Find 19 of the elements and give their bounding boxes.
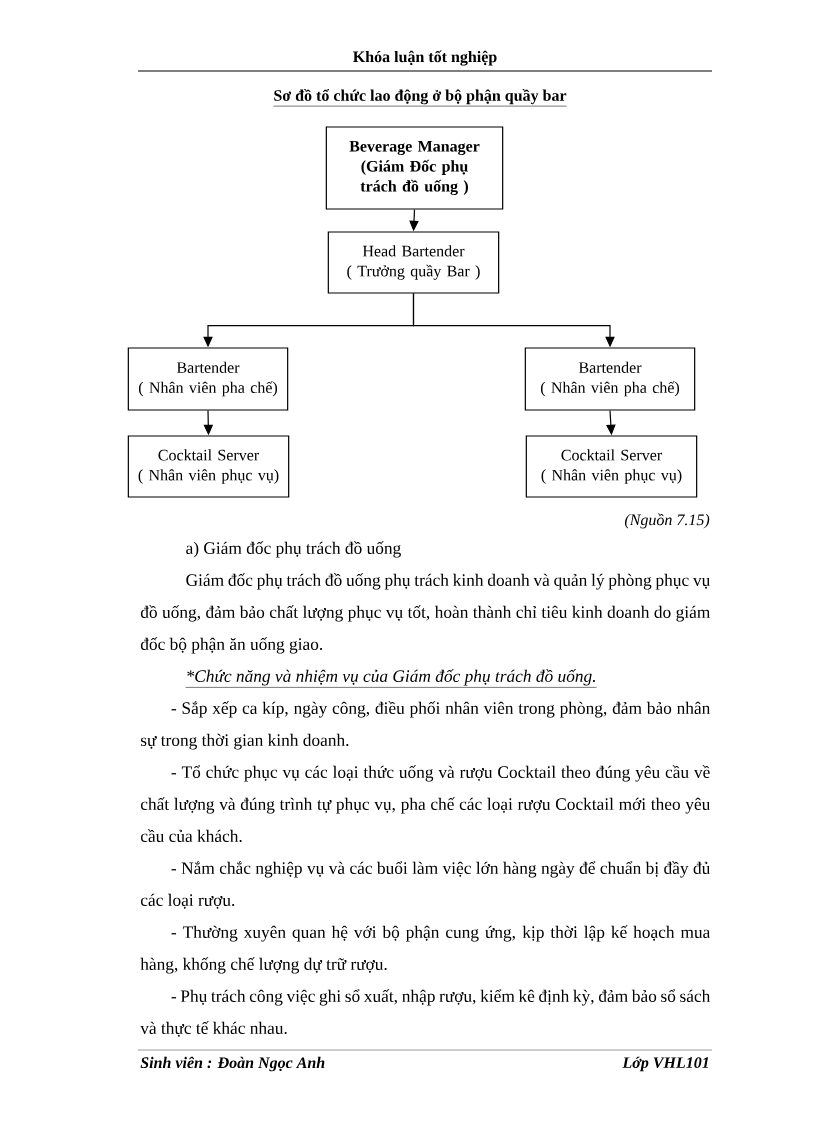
bullet-item: - Nắm chắc nghiệp vụ và các buổi làm việc lớn hàng ngày để chuẩn bị đầy đủ các loại rượu. (140, 861, 710, 909)
bullet-item: - Phụ trách công việc ghi sổ xuất, nhập rượu, kiểm kê định kỳ, đảm bảo sổ sách và thực tế khác nhau. (140, 989, 711, 1037)
org-box: Cocktail Server ( Nhân viên phục vụ) (127, 435, 290, 498)
subheading: a) Giám đốc phụ trách đồ uống (186, 541, 401, 558)
org-box: Cocktail Server ( Nhân viên phục vụ) (525, 435, 698, 498)
bullet-item: - Sắp xếp ca kíp, ngày công, điều phối nhân viên trong phòng, đảm bảo nhân sự trong thời gian kinh doanh. (141, 701, 711, 750)
section-heading: *Chức năng và nhiệm vụ của Giám đốc phụ trách đồ uống. (185, 669, 597, 688)
org-box: Bartender ( Nhân viên pha chế) (524, 347, 696, 411)
footer-text: Sinh viên : Đoàn Ngọc Anh (140, 1056, 325, 1072)
diagram-title: Sơ đồ tổ chức lao động ở bộ phận quầy bar (273, 89, 567, 107)
header-text: Khóa luận tốt nghiệp (353, 50, 497, 66)
org-box: Bartender ( Nhân viên pha chế) (127, 347, 289, 411)
footer-text: Lớp VHL101 (622, 1056, 709, 1072)
source-caption: (Nguồn 7.15) (624, 513, 710, 529)
org-box: Head Bartender ( Trưởng quầy Bar ) (327, 231, 500, 294)
org-box: Beverage Manager (Giám Đốc phụ trách đồ uống ) (325, 126, 504, 210)
bullet-item: - Tổ chức phục vụ các loại thức uống và rượu Cocktail theo đúng yêu cầu về chất lượng và đúng trình tự phục vụ, pha chế các loại rượu Cocktail mới theo yêu cầu của khách. (140, 765, 711, 843)
bullet-item: - Thường xuyên quan hệ với bộ phận cung ứng, kịp thời lập kế hoạch mua hàng, khống chế lượng dự trữ rượu. (140, 925, 711, 974)
paragraph: Giám đốc phụ trách đồ uống phụ trách kinh doanh và quản lý phòng phục vụ đồ uống, đảm bảo chất lượng phục vụ tốt, hoàn thành chỉ tiêu kinh doanh do giám đốc bộ phận ăn uống giao. (140, 573, 711, 654)
